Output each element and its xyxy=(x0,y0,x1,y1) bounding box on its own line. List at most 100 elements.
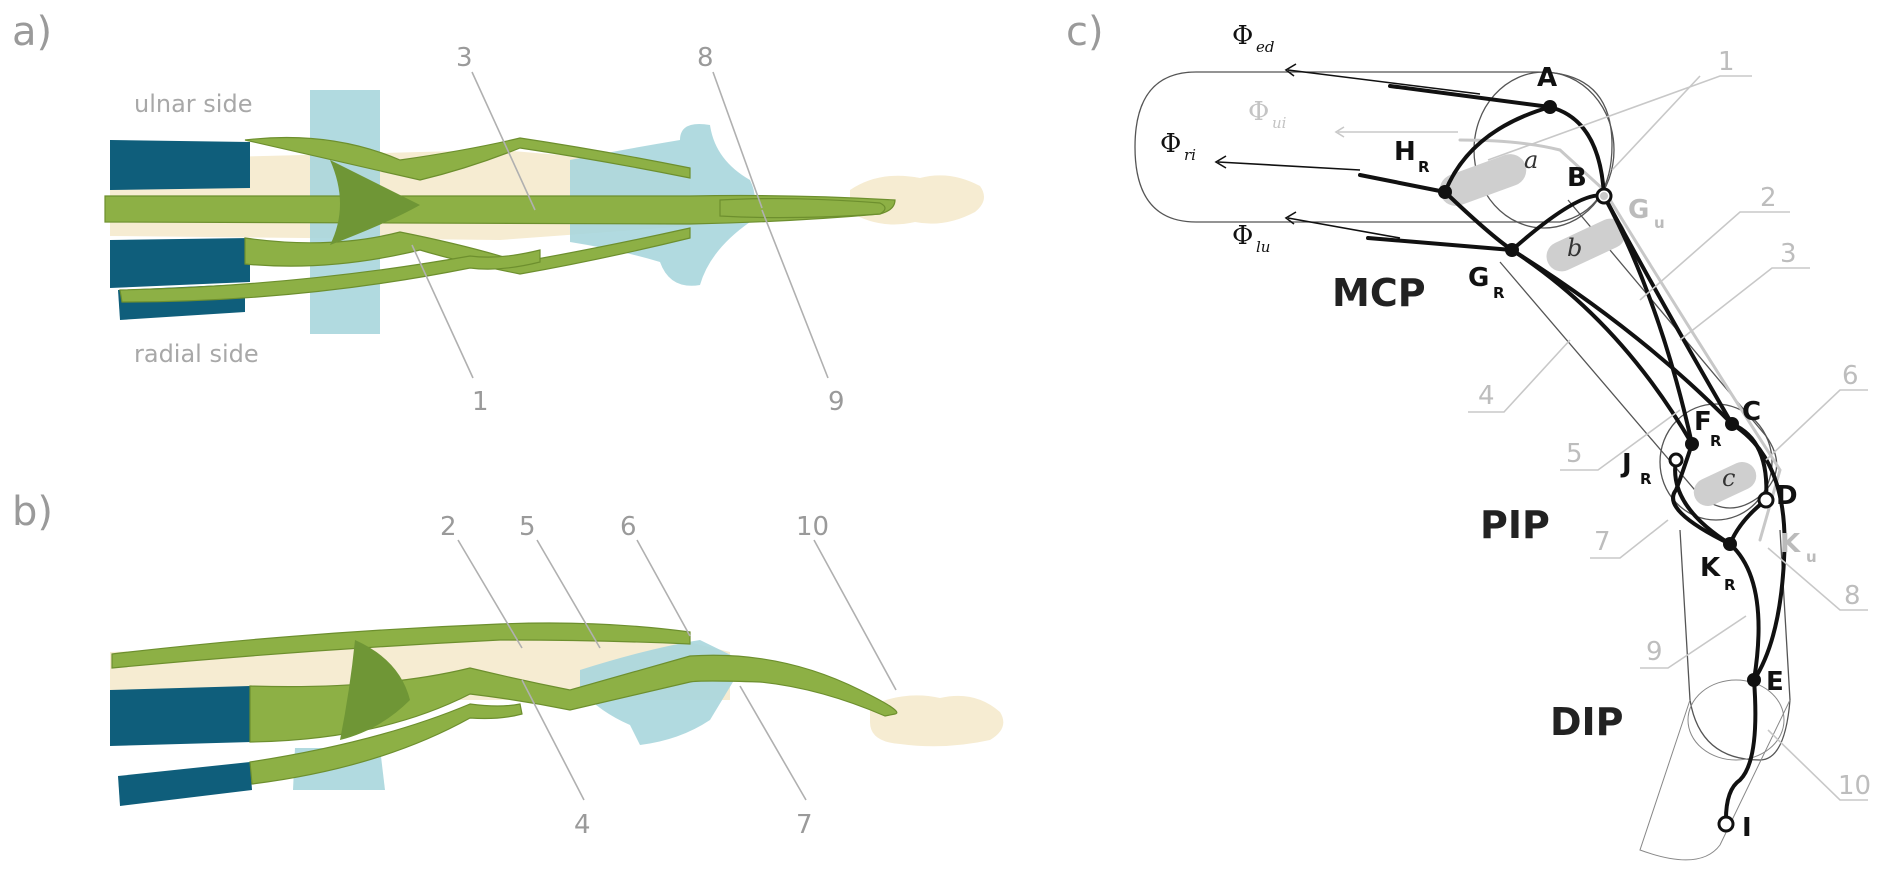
joint-dip-label: DIP xyxy=(1550,700,1624,744)
point-C-label: C xyxy=(1742,397,1761,427)
panel-a: a) ulnar side radial side 3 8 1 9 xyxy=(12,9,984,417)
force-ui-label: Φ ui xyxy=(1248,97,1287,132)
point-Gu-main: G xyxy=(1628,195,1649,225)
callout-4: 4 xyxy=(574,810,591,840)
force-lu-arrow xyxy=(1288,218,1400,238)
distal-segment-outline xyxy=(1680,530,1790,760)
node-A xyxy=(1543,100,1557,114)
muscle-middle xyxy=(110,238,250,288)
node-I xyxy=(1719,817,1733,831)
point-G-main: G xyxy=(1468,263,1489,293)
callout-1: 1 xyxy=(472,387,489,417)
point-I-label: I xyxy=(1742,813,1752,843)
callout-9-line xyxy=(762,210,828,378)
node-G xyxy=(1505,243,1519,257)
point-B-label: B xyxy=(1567,163,1587,193)
callout-8: 8 xyxy=(697,43,714,73)
point-E-label: E xyxy=(1766,667,1784,697)
muscle-b-upper xyxy=(110,686,252,746)
callout-9: 9 xyxy=(828,387,845,417)
point-J-label: J R xyxy=(1620,449,1652,488)
point-K-sub: R xyxy=(1724,576,1736,594)
strand-k-to-e xyxy=(1730,544,1759,680)
c-callout-3: 3 xyxy=(1780,239,1797,269)
terminal-tendon xyxy=(720,199,885,218)
point-Gu-label: G u xyxy=(1628,195,1665,232)
ulnar-side-label: ulnar side xyxy=(134,90,252,118)
point-G-label: G R xyxy=(1468,263,1505,302)
distal-phalanx-bone-b xyxy=(870,695,1003,746)
force-ri-symbol: Φ xyxy=(1160,129,1181,159)
node-K xyxy=(1723,537,1737,551)
point-F-sub: R xyxy=(1710,432,1722,450)
point-H-main: H xyxy=(1394,137,1416,167)
c-callout-1: 1 xyxy=(1718,47,1735,77)
joint-mcp-label: MCP xyxy=(1332,271,1426,315)
callout-7-line xyxy=(740,686,806,800)
force-lu-symbol: Φ xyxy=(1232,221,1253,251)
c-callout-6: 6 xyxy=(1842,361,1859,391)
strand-ed xyxy=(1390,86,1550,107)
force-ri-label: Φ ri xyxy=(1160,129,1196,164)
point-D-label: D xyxy=(1776,481,1798,511)
point-G-sub: R xyxy=(1493,284,1505,302)
callout-6: 6 xyxy=(620,512,637,542)
strand-h-to-g xyxy=(1445,192,1512,250)
tip-segment-outline xyxy=(1640,700,1790,860)
c-callout-5: 5 xyxy=(1566,439,1583,469)
force-ed-sub: ed xyxy=(1256,38,1274,56)
strand-g-to-c xyxy=(1512,250,1732,424)
force-ed-symbol: Φ xyxy=(1232,21,1253,51)
callout-7: 7 xyxy=(796,810,813,840)
radial-side-label: radial side xyxy=(134,340,259,368)
panel-b-label: b) xyxy=(12,489,53,535)
panel-b: b) 2 5 6 10 4 7 xyxy=(12,489,1003,840)
force-ui-symbol: Φ xyxy=(1248,97,1269,127)
muscle-upper xyxy=(110,140,250,190)
callout-10-line xyxy=(814,540,896,690)
point-Ku-sub: u xyxy=(1806,548,1817,566)
callout-10: 10 xyxy=(796,512,829,542)
callout-2: 2 xyxy=(440,512,457,542)
c-callout-2: 2 xyxy=(1760,183,1777,213)
force-ed-arrow xyxy=(1288,70,1480,94)
node-Gu xyxy=(1600,192,1608,200)
segment-c-label: c xyxy=(1722,464,1735,492)
point-Gu-sub: u xyxy=(1654,214,1665,232)
c-callout-8: 8 xyxy=(1844,581,1861,611)
node-J xyxy=(1670,454,1682,466)
panel-c: c) a b c xyxy=(1066,9,1871,860)
strand-lu xyxy=(1368,238,1512,250)
node-E xyxy=(1747,673,1761,687)
callout-5: 5 xyxy=(519,512,536,542)
c-callout-3-line xyxy=(1680,268,1810,340)
point-K-label: K R xyxy=(1700,553,1736,594)
c-callout-7: 7 xyxy=(1594,527,1611,557)
panel-a-label: a) xyxy=(12,9,52,55)
force-ri-sub: ri xyxy=(1184,146,1196,164)
c-callout-1-line-b xyxy=(1612,76,1700,170)
c-callout-9: 9 xyxy=(1646,637,1663,667)
point-H-sub: R xyxy=(1418,158,1430,176)
point-Ku-main: K xyxy=(1780,529,1801,559)
node-D xyxy=(1759,493,1773,507)
force-ui-sub: ui xyxy=(1272,114,1287,132)
callout-3: 3 xyxy=(456,43,473,73)
point-K-main: K xyxy=(1700,553,1721,583)
point-J-sub: R xyxy=(1640,470,1652,488)
c-callout-10: 10 xyxy=(1838,771,1871,801)
joint-pip-label: PIP xyxy=(1480,503,1550,547)
force-ri-arrow xyxy=(1218,162,1360,170)
node-C xyxy=(1725,417,1739,431)
segment-b-label: b xyxy=(1567,234,1582,262)
panel-c-label: c) xyxy=(1066,9,1104,55)
strand-ri xyxy=(1360,175,1445,192)
force-ed-label: Φ ed xyxy=(1232,21,1274,56)
node-F xyxy=(1685,437,1699,451)
point-A-label: A xyxy=(1537,63,1557,93)
segment-a-label: a xyxy=(1524,146,1538,174)
force-lu-sub: lu xyxy=(1256,238,1270,256)
callout-6-line xyxy=(637,540,690,636)
point-H-label: H R xyxy=(1394,137,1430,176)
